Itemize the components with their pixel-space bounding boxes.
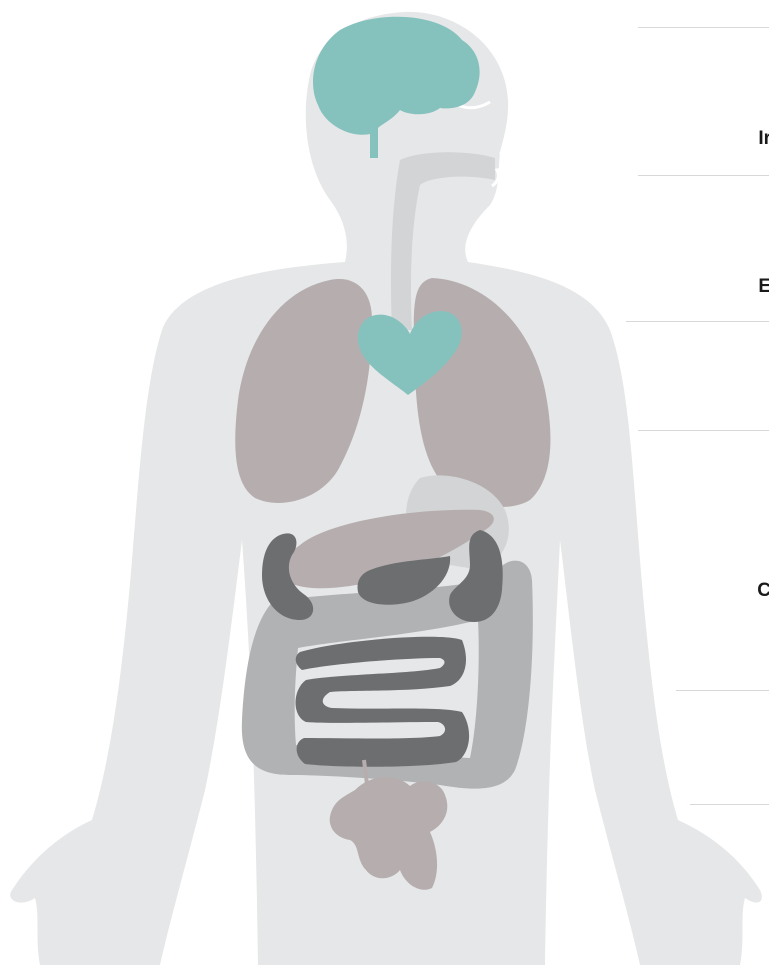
divider-4 <box>638 430 769 431</box>
divider-3 <box>626 321 769 322</box>
divider-6 <box>690 804 769 805</box>
divider-2 <box>638 175 769 176</box>
side-label-1: Ir <box>758 128 769 150</box>
side-label-3: C <box>757 580 769 602</box>
divider-1 <box>638 27 769 28</box>
side-label-2: E <box>758 276 769 298</box>
divider-5 <box>676 690 769 691</box>
